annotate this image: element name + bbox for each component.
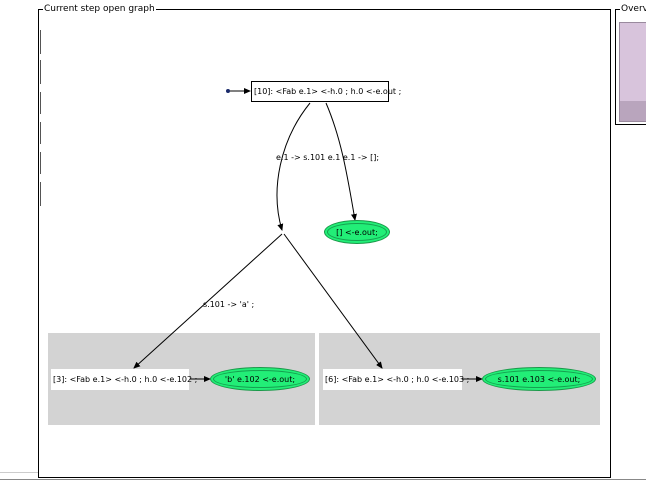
edge-label-root-branch: e.1 -> s.101 e.1 e.1 -> []; [276, 153, 380, 162]
node-left-result[interactable]: 'b' e.102 <-e.out; [210, 367, 310, 391]
node-left-state[interactable]: [3]: <Fab e.1> <-h.0 ; h.0 <-e.102 ; [51, 369, 197, 390]
overview-panel-title: Overvi [620, 4, 646, 15]
overview-viewport[interactable] [620, 101, 646, 121]
bottom-divider [0, 479, 646, 480]
graph-panel: Current step open graph [38, 4, 611, 478]
node-right-state[interactable]: [6]: <Fab e.1> <-h.0 ; h.0 <-e.103 ; [323, 369, 469, 390]
graph-panel-title: Current step open graph [43, 4, 156, 15]
edge-right-branch [283, 233, 383, 369]
start-dot [226, 89, 230, 93]
tick-mark [40, 60, 41, 84]
node-right-result-label: s.101 e.103 <-e.out; [497, 374, 581, 384]
node-right-result[interactable]: s.101 e.103 <-e.out; [482, 367, 596, 391]
tick-mark [40, 182, 41, 206]
node-left-result-label: 'b' e.102 <-e.out; [224, 374, 296, 384]
node-root[interactable]: [10]: <Fab e.1> <-h.0 ; h.0 <-e.out ; [251, 81, 401, 102]
edge-root-branch [276, 102, 311, 231]
node-empty-out-label: [] <-e.out; [336, 227, 378, 237]
edge-root-empty [325, 102, 357, 221]
edge-left-branch [133, 233, 283, 369]
overview-panel: Overvi [615, 4, 646, 125]
tick-mark [40, 30, 41, 54]
scroll-ticks [40, 30, 42, 210]
tick-mark [40, 92, 41, 114]
edge-label-left-branch: s.101 -> 'a' ; [203, 300, 255, 309]
node-empty-out[interactable]: [] <-e.out; [324, 220, 390, 244]
overview-canvas[interactable] [619, 22, 646, 122]
tick-mark [40, 122, 41, 144]
tick-mark [40, 152, 41, 174]
left-divider [0, 472, 38, 473]
